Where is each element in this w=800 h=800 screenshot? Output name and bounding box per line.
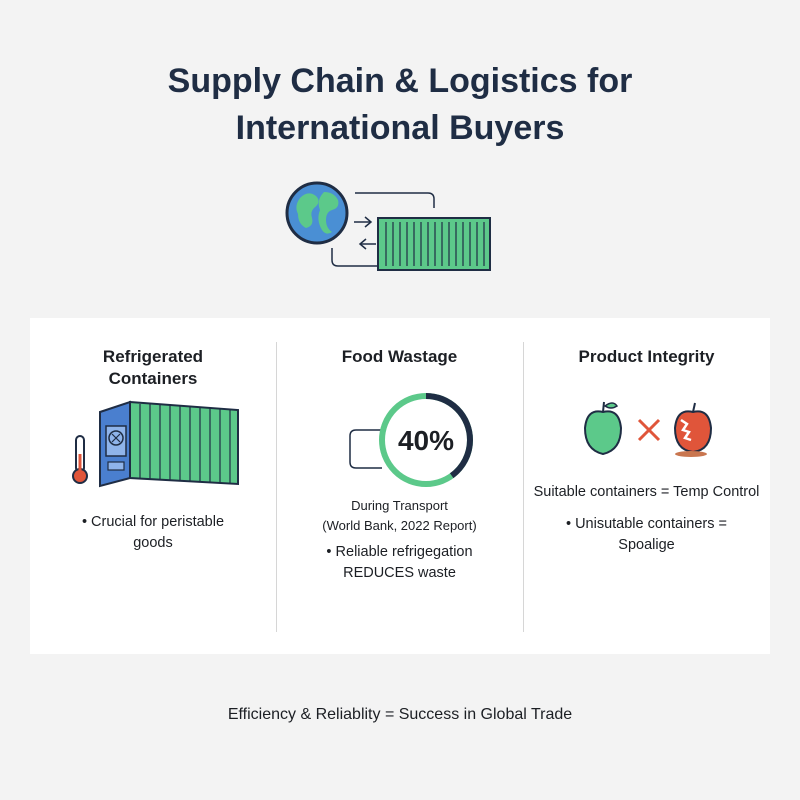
wastage-caption: During Transport (World Bank, 2022 Repor…	[276, 496, 523, 536]
arrow-right-icon	[354, 216, 373, 228]
fresh-apple-icon	[583, 401, 623, 456]
arrow-left-icon	[358, 238, 376, 250]
column-title-line-2: Containers	[108, 369, 198, 388]
gauge-arc	[379, 393, 473, 487]
column-food-wastage: Food Wastage 40% During Transport (World…	[276, 318, 523, 654]
column-title: Refrigerated Containers	[30, 346, 276, 390]
column-title: Product Integrity	[578, 347, 715, 366]
page-title: Supply Chain & Logistics for Internation…	[0, 58, 800, 152]
title-line-1: Supply Chain & Logistics for	[167, 62, 633, 100]
column-refrigerated-containers: Refrigerated Containers	[30, 318, 276, 654]
globe-icon	[285, 181, 349, 245]
hero-illustration	[280, 178, 500, 278]
top-connector	[355, 192, 435, 208]
bullet-line-1: • Reliable refrigegation	[326, 544, 473, 560]
info-panel: Refrigerated Containers	[30, 318, 770, 654]
thermometer-icon	[72, 435, 88, 484]
column-product-integrity: Product Integrity Suitable containers = …	[523, 318, 770, 654]
caption-line-1: During Transport	[351, 498, 448, 513]
bottom-connector	[331, 248, 378, 267]
gauge-stat: 40%	[398, 425, 454, 456]
integrity-bullet: • Unisutable containers = Spoalige	[523, 514, 770, 556]
integrity-line: Suitable containers = Temp Control	[533, 484, 760, 500]
refrigerated-bullet: • Crucial for peristable goods	[30, 512, 276, 554]
cross-icon	[637, 418, 661, 442]
gauge-bracket	[349, 429, 382, 469]
caption-line-2: (World Bank, 2022 Report)	[322, 518, 477, 533]
column-divider	[276, 342, 277, 632]
bullet-line-2: goods	[133, 535, 173, 551]
bullet-line-1: • Crucial for peristable	[81, 514, 225, 530]
bullet-line-2: REDUCES waste	[343, 565, 456, 581]
bullet-line-2: Spoalige	[618, 537, 675, 553]
wastage-bullet: • Reliable refrigegation REDUCES waste	[276, 542, 523, 584]
rotten-apple-icon	[673, 402, 713, 457]
column-title: Food Wastage	[341, 347, 458, 366]
wastage-gauge: 40%	[349, 393, 473, 487]
refrigerated-container-icon	[99, 400, 239, 488]
bullet-line-1: • Unisutable containers =	[565, 516, 728, 532]
column-title-line-1: Refrigerated	[102, 347, 204, 366]
title-line-2: International Buyers	[235, 109, 565, 147]
footer-tagline: Efficiency & Reliablity = Success in Glo…	[227, 706, 573, 723]
column-divider	[523, 342, 524, 632]
shipping-container-icon	[377, 217, 491, 271]
